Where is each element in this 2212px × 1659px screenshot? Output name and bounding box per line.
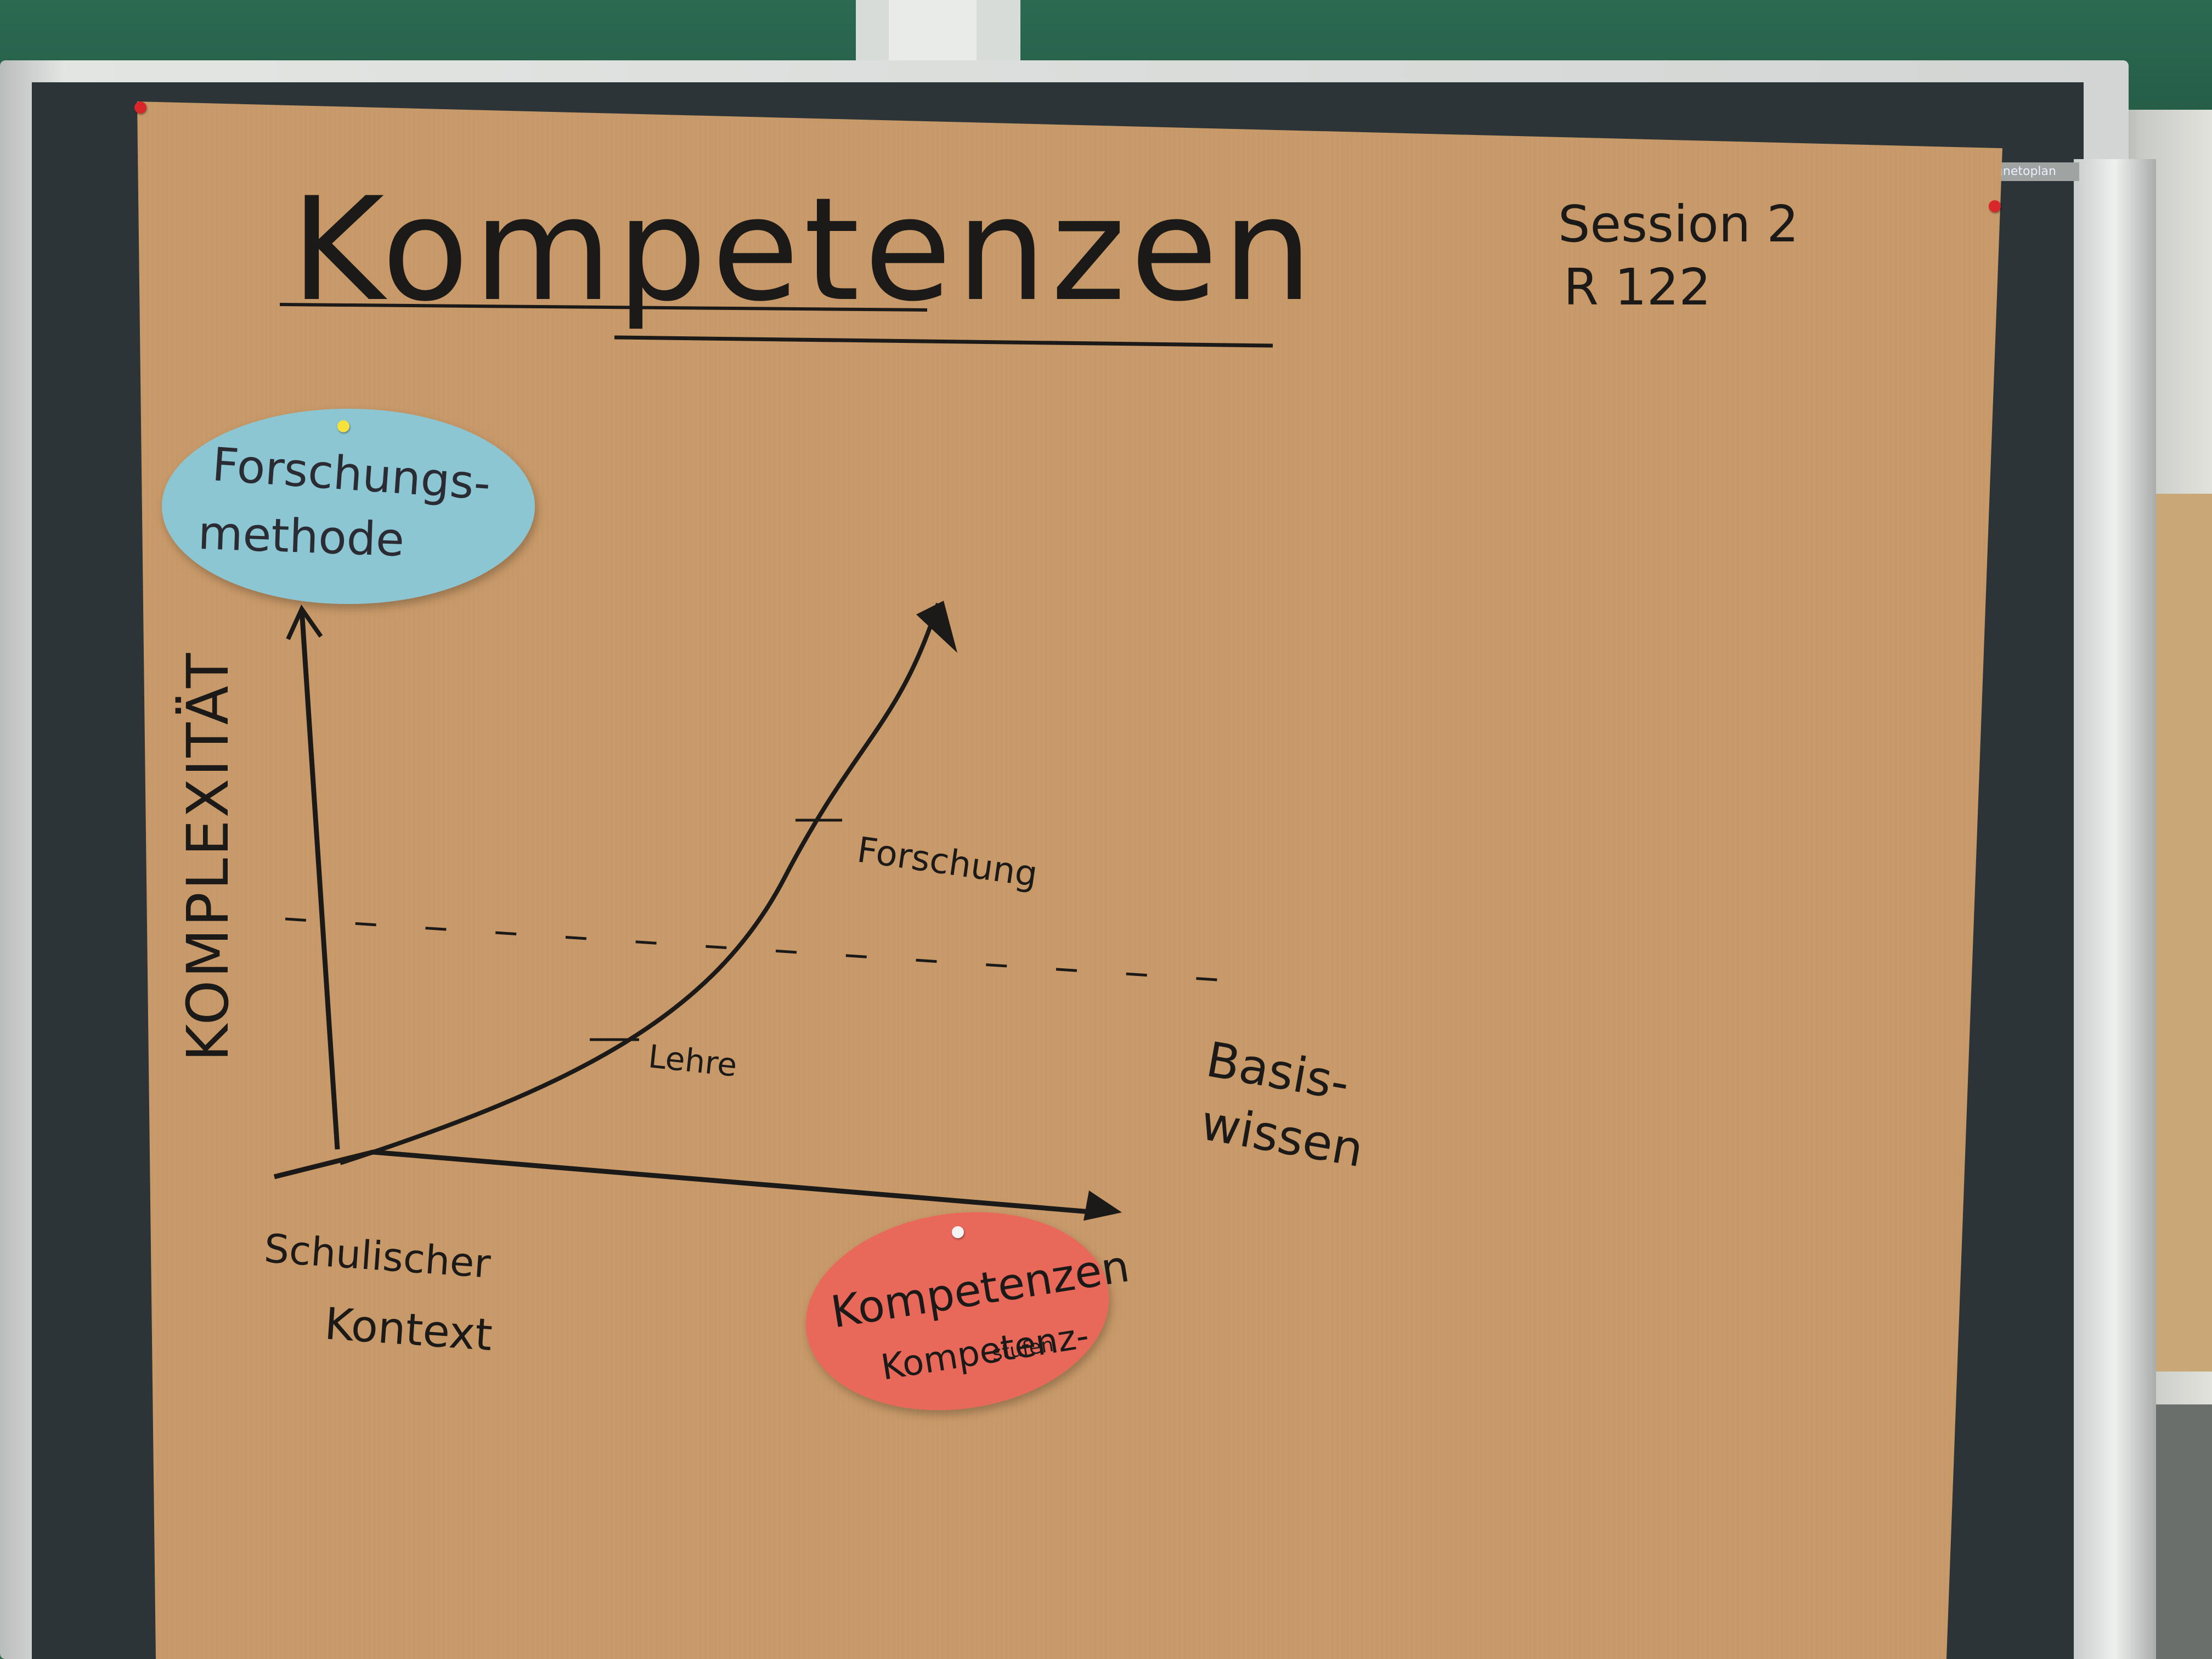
y-axis-arrowhead — [286, 604, 323, 640]
card-research-method — [162, 409, 535, 604]
origin-label-line1: Schulischer — [263, 1225, 492, 1287]
threshold-dashed-line — [285, 917, 1251, 984]
white-pin — [952, 1226, 964, 1238]
neighbor-pinboard — [2151, 494, 2212, 1372]
curve-arrowhead — [916, 601, 957, 653]
card-blue-line2: methode — [197, 506, 405, 567]
origin-label-line2: Kontext — [323, 1298, 494, 1361]
competency-curve — [339, 602, 940, 1165]
yellow-pin — [337, 420, 349, 432]
y-axis — [299, 608, 340, 1150]
pinboard-rail — [2074, 159, 2156, 1659]
y-axis-label: KOMPLEXITÄT — [174, 651, 241, 1062]
label-teaching: Lehre — [647, 1037, 739, 1084]
x-axis-arrowhead — [1084, 1190, 1122, 1221]
kraft-paper-sheet — [137, 101, 2002, 1659]
card-red-shape — [805, 1212, 1109, 1410]
title-underline — [279, 303, 928, 312]
red-pin-top-left — [134, 101, 146, 114]
title-underline-2 — [614, 335, 1273, 348]
label-research: Forschung — [855, 830, 1040, 895]
session-label: Session 2 — [1558, 195, 1799, 253]
card-competencies — [805, 1212, 1109, 1410]
room-label: R 122 — [1564, 258, 1711, 317]
x-axis — [273, 1149, 1098, 1215]
red-pin-top-right — [1989, 200, 2001, 212]
card-blue-shape — [162, 409, 535, 604]
